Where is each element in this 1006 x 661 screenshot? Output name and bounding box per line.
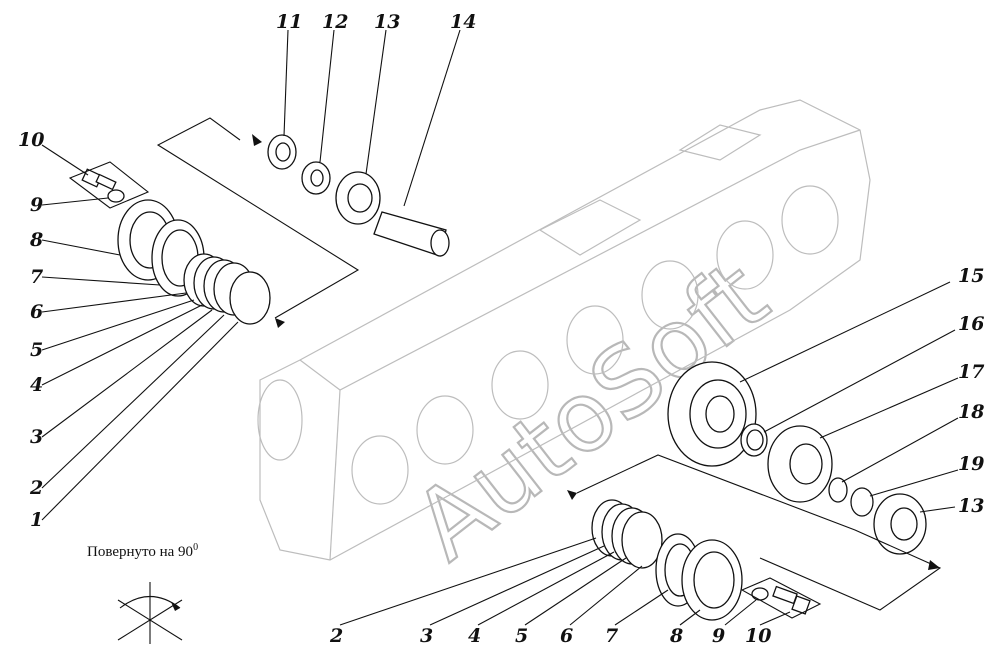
callout-7-bottom: 7: [605, 625, 618, 647]
part-10-bolt-left: [81, 168, 117, 191]
part-9-washer-left: [107, 189, 125, 203]
part-1-6-seal-rings-left: [183, 253, 271, 325]
callout-5-bottom: 5: [515, 625, 528, 647]
part-10-bolt-bottom: [772, 585, 811, 615]
part-2-6-seal-rings-bottom: [591, 499, 663, 569]
bolt-frame-left: [68, 161, 150, 209]
callout-4-left: 4: [30, 374, 43, 396]
callout-6-left: 6: [30, 301, 43, 323]
part-13-bearing-top: [335, 171, 381, 225]
part-19-bushing: [850, 487, 874, 517]
bottom-bracket-frame: [576, 454, 942, 611]
leader-lines-top: [283, 29, 461, 207]
rotation-caption: Повернуто на 900: [87, 542, 198, 560]
callouts-top: 11 12 13 14: [276, 11, 476, 33]
part-16-ring: [740, 423, 768, 457]
part-14-shaft: [373, 211, 450, 257]
bottom-arrow-head-right: [928, 560, 940, 570]
leader-lines-right: [739, 281, 959, 513]
callout-9-bottom: 9: [712, 625, 725, 647]
top-bracket-frame: [156, 117, 360, 319]
part-12-lock-washer: [301, 161, 331, 195]
part-18-snap-ring: [828, 477, 848, 503]
callout-10-bottom: 10: [745, 625, 771, 647]
top-arrow-head: [252, 134, 262, 146]
part-8-cover-bottom: [681, 539, 743, 621]
callout-4-bottom: 4: [468, 625, 481, 647]
callout-18: 18: [958, 401, 984, 423]
caption-text: Повернуто на 90: [87, 544, 193, 560]
part-9-washer-bottom: [751, 587, 769, 601]
leader-lines-bottom: [339, 537, 791, 626]
callouts-bottom: 2 3 4 5 6 7 8 9 10: [329, 625, 771, 647]
callout-5-left: 5: [30, 339, 43, 361]
leader-lines-left: [41, 144, 239, 521]
callout-3-bottom: 3: [420, 625, 433, 647]
callout-8-bottom: 8: [669, 625, 683, 647]
callout-19: 19: [958, 453, 984, 475]
callout-13-right: 13: [958, 495, 984, 517]
part-17-spur-gear: [767, 425, 833, 503]
callout-10-left: 10: [18, 129, 44, 151]
callout-1-left: 1: [30, 509, 43, 531]
part-15-bevel-gear: [667, 361, 757, 467]
part-13-bearing-right: [873, 493, 927, 555]
callout-3-left: 3: [30, 426, 43, 448]
callout-13-top: 13: [374, 11, 400, 33]
callout-14: 14: [450, 11, 476, 33]
bottom-arrow-head-left: [567, 490, 577, 500]
part-11-nut: [267, 134, 297, 170]
callout-8-left: 8: [29, 229, 43, 251]
callout-11: 11: [276, 11, 302, 33]
gearbox-housing: [257, 99, 871, 561]
callout-7-left: 7: [30, 266, 43, 288]
callout-6-bottom: 6: [560, 625, 573, 647]
callouts-left: 10 9 8 7 6 5 4 3 2 1: [18, 129, 44, 531]
callout-17: 17: [958, 361, 984, 383]
callout-2-left: 2: [29, 477, 43, 499]
callout-15: 15: [958, 265, 984, 287]
callouts-right: 15 16 17 18 19 13: [958, 265, 984, 517]
bolt-frame-bottom: [740, 577, 822, 619]
caption-degree-sup: 0: [193, 542, 198, 553]
callout-2-bottom: 2: [329, 625, 343, 647]
callout-9-left: 9: [30, 194, 43, 216]
callout-16: 16: [958, 313, 984, 335]
rotation-symbol: [117, 582, 183, 644]
left-arrow-head: [275, 318, 285, 328]
callout-12: 12: [322, 11, 348, 33]
